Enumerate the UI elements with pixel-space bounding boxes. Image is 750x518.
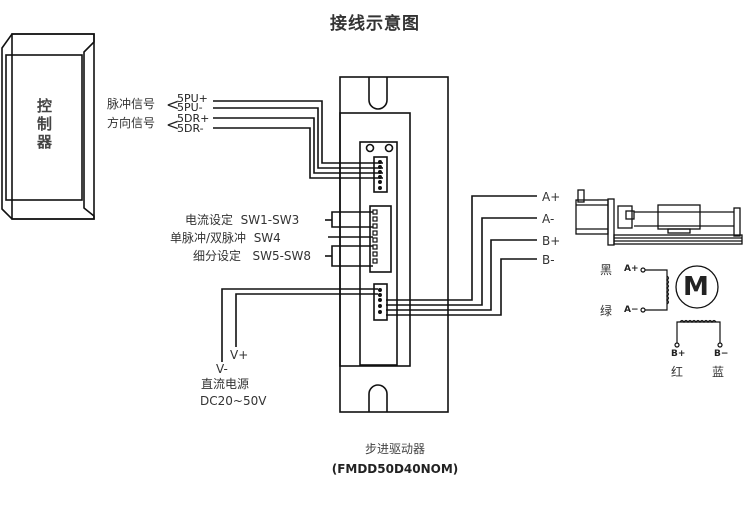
switch-brackets	[325, 211, 373, 267]
connector-pins	[378, 160, 382, 314]
pulse-signal-label: 脉冲信号	[107, 97, 156, 111]
power-range-label: DC20~50V	[200, 394, 267, 408]
motor-pin-b-plus: B+	[671, 349, 686, 359]
power-v-minus-label: V-	[216, 362, 228, 376]
direction-bracket-icon: <	[166, 115, 180, 134]
motor-pin-a-plus: A+	[624, 264, 639, 274]
diagram-title: 接线示意图	[330, 14, 420, 34]
switch-pulse-mode-range: SW4	[253, 231, 281, 245]
switch-current-name: 电流设定	[185, 213, 234, 227]
pin-5pu-minus: 5PU-	[177, 101, 203, 114]
motor-output-wires	[386, 195, 537, 316]
motor-schematic	[640, 265, 723, 348]
switch-microstep-name: 细分设定	[193, 249, 242, 263]
output-b-minus: B-	[542, 253, 555, 267]
wire-color-blue: 蓝	[712, 365, 725, 379]
driver-label: 步进驱动器	[364, 442, 425, 456]
stepper-driver	[339, 76, 449, 413]
output-a-minus: A-	[542, 212, 555, 226]
motor-symbol: M	[683, 272, 709, 302]
wire-color-green: 绿	[600, 304, 613, 318]
switch-current-range: SW1-SW3	[240, 213, 300, 227]
direction-signal-label: 方向信号	[107, 116, 156, 130]
pin-5dr-minus: 5DR-	[177, 122, 204, 135]
controller-box	[1, 33, 95, 220]
switch-label-pulse-mode: 单脉冲/双脉冲 SW4	[170, 232, 281, 244]
wire-color-red: 红	[671, 365, 684, 379]
switch-label-microstep: 细分设定 SW5-SW8	[193, 250, 311, 262]
motor-pin-a-minus: A−	[624, 305, 639, 315]
pin-5pu-plus: 5PU+	[177, 92, 208, 105]
linear-actuator	[575, 189, 743, 246]
driver-model: (FMDD50D40NOM)	[331, 462, 459, 476]
pin-5dr-plus: 5DR+	[177, 112, 210, 125]
controller-label: 控制器	[35, 98, 53, 152]
power-supply-label: 直流电源	[201, 377, 250, 391]
output-a-plus: A+	[542, 190, 561, 204]
motor-pin-b-minus: B−	[714, 349, 729, 359]
power-wires	[221, 288, 378, 362]
switch-label-current: 电流设定 SW1-SW3	[185, 214, 299, 226]
switch-pulse-mode-name: 单脉冲/双脉冲	[170, 231, 247, 245]
dip-switches	[372, 209, 378, 264]
signal-wires	[213, 100, 383, 179]
wire-color-black: 黑	[600, 263, 613, 277]
pulse-bracket-icon: <	[166, 95, 180, 114]
output-b-plus: B+	[542, 234, 561, 248]
power-v-plus-label: V+	[230, 348, 249, 362]
switch-microstep-range: SW5-SW8	[252, 249, 312, 263]
